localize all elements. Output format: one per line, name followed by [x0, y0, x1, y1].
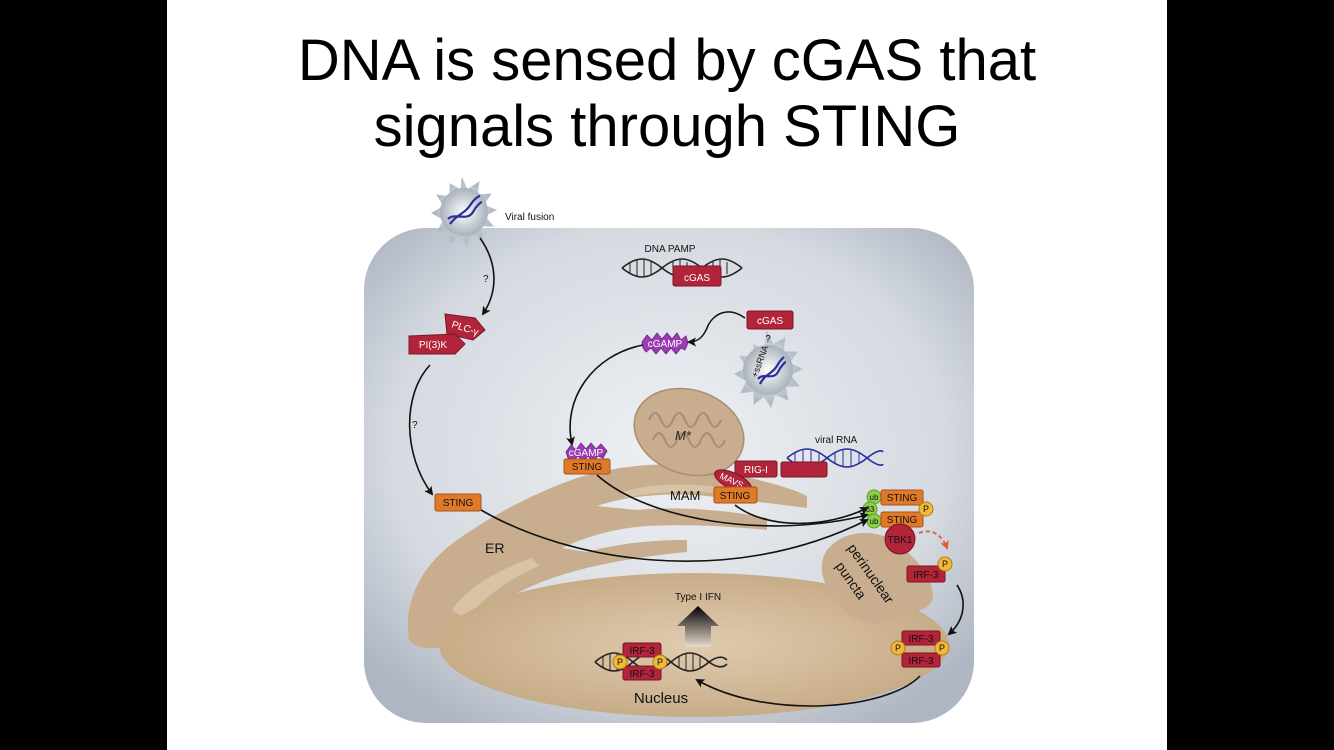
cgamp-bound-shape [565, 442, 608, 462]
slide: DNA is sensed by cGAS that signals throu… [167, 0, 1167, 750]
p-dimer-right-label: P [939, 643, 945, 653]
tbk1-phosphorylation-arrow [918, 530, 949, 550]
tbk1-shape [884, 523, 916, 555]
irf3-dimer-top-box [901, 630, 941, 646]
rig-i-box [734, 460, 778, 478]
irf3-nuc-top-box [622, 642, 662, 658]
rig-i-label: RIG-I [744, 465, 768, 476]
question-mark-upper: ? [483, 274, 489, 285]
pi3k-shape [408, 333, 466, 355]
irf3-dimer-bottom-label: IRF-3 [909, 656, 934, 667]
title-line-1: DNA is sensed by cGAS that [297, 28, 1037, 93]
viral-fusion-virion [431, 177, 498, 248]
viral-fusion-label: Viral fusion [505, 212, 554, 223]
arrow-viral-fusion-to-plc [479, 237, 495, 316]
title-line-2: signals through STING [373, 94, 961, 159]
ub-63-label: 63 [866, 505, 875, 514]
p-irf3-single-label: P [942, 559, 948, 569]
viral-rna-label: viral RNA [815, 435, 858, 446]
cgamp-free-label: cGAMP [648, 339, 683, 350]
rig-i-domain [780, 461, 828, 478]
arrow-irf3-to-dimer [947, 584, 964, 636]
nucleus-label: Nucleus [634, 690, 688, 707]
cgas-secondary-label: cGAS [757, 316, 783, 327]
p-sting-badge [918, 501, 934, 517]
arrow-cgas-to-cgamp [687, 311, 746, 347]
p-irf3-single-badge [937, 556, 953, 572]
arrow-pi3k-to-sting [408, 364, 434, 496]
type1-ifn-label: Type I IFN [675, 592, 721, 603]
arrow-dimer-to-nucleus [695, 675, 921, 707]
p-nuc-left-badge [612, 654, 628, 670]
cgamp-free-shape [641, 332, 689, 355]
question-mark-lower: ? [412, 420, 418, 431]
sting-mam-label: STING [720, 491, 751, 502]
ub-bottom-label: ub [870, 517, 879, 526]
sting-left-label: STING [443, 498, 474, 509]
type1-ifn-arrow-icon [677, 606, 719, 647]
mito-label: M* [675, 428, 692, 443]
pi3k-label: PI(3)K [419, 340, 448, 351]
irf3-dimer-bottom-box [901, 652, 941, 668]
cgas-sting-pathway-diagram: M* Nucleus perinuclear puncta Viral fusi… [364, 177, 974, 723]
sting-bound-box [563, 458, 611, 475]
cgas-main-label: cGAS [684, 273, 710, 284]
tbk1-label: TBK1 [887, 535, 912, 546]
sting-mam-box [713, 486, 758, 504]
cgamp-bound-label: cGAMP [569, 448, 604, 459]
slide-title: DNA is sensed by cGAS that signals throu… [167, 28, 1167, 160]
ub-top-label: ub [870, 493, 879, 502]
sting-bottom-label: STING [887, 515, 918, 526]
sting-top-label: STING [887, 493, 918, 504]
p-nuc-left-label: P [617, 657, 623, 667]
perinuclear-puncta [821, 532, 933, 624]
mitochondrion: M* [633, 387, 745, 477]
cgas-main-box [672, 265, 722, 287]
irf3-nuc-bottom-label: IRF-3 [630, 669, 655, 680]
cgas-question-mark: ? [765, 334, 771, 345]
irf3-nuc-bottom-box [622, 665, 662, 681]
sting-left-box [434, 493, 482, 512]
arrow-left-sting-to-complex [480, 509, 869, 562]
irf3-single-label: IRF-3 [914, 570, 939, 581]
dna-pamp-label: DNA PAMP [645, 244, 696, 255]
sting-bound-label: STING [572, 462, 603, 473]
sting-top-box [880, 489, 924, 506]
p-dimer-left-badge [890, 640, 906, 656]
irf3-single-box [906, 565, 946, 583]
arrow-mam-sting-to-complex [734, 504, 869, 525]
mam-label: MAM [670, 488, 700, 503]
cgas-secondary-box [746, 310, 794, 330]
irf3-dimer-top-label: IRF-3 [909, 634, 934, 645]
ssrna-virion: +ssRNA [733, 330, 804, 409]
p-nuc-right-label: P [657, 657, 663, 667]
irf3-nuc-top-label: IRF-3 [630, 646, 655, 657]
pathway-arrows [408, 237, 964, 707]
er-label: ER [485, 540, 504, 556]
p-dimer-right-badge [934, 640, 950, 656]
p-sting-label: P [923, 504, 929, 514]
arrow-cgamp-to-sting [566, 344, 644, 446]
p-dimer-left-label: P [895, 643, 901, 653]
endoplasmic-reticulum [407, 464, 807, 649]
p-nuc-right-badge [652, 654, 668, 670]
arrow-er-sting-to-complex [596, 474, 869, 527]
